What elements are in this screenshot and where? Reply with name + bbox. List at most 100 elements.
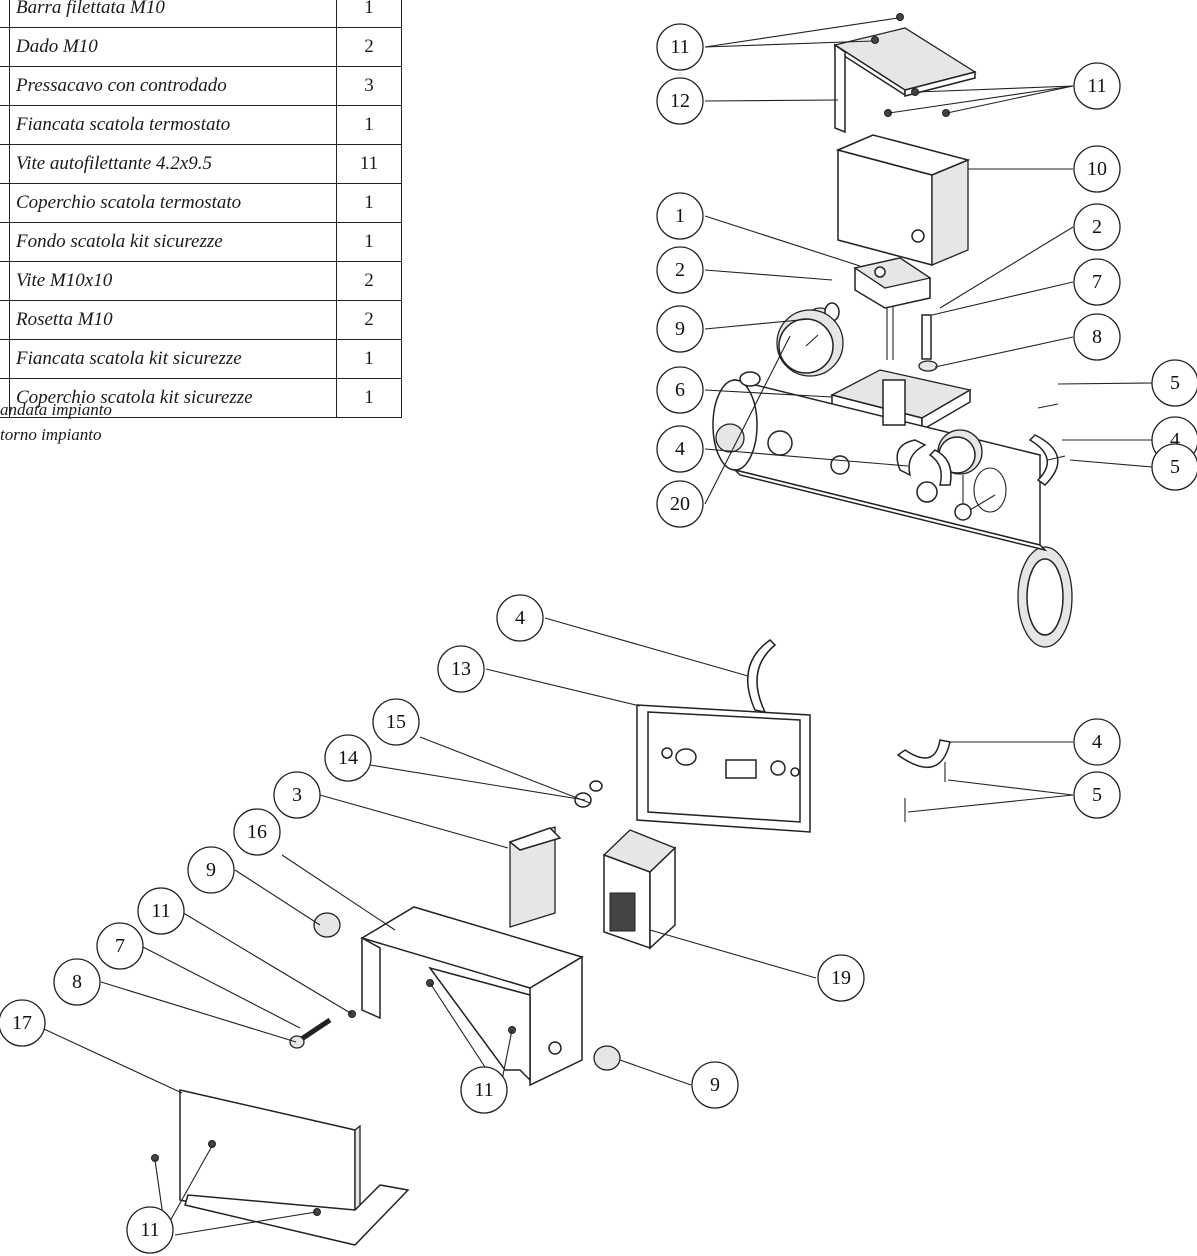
- callout-number: 11: [151, 900, 170, 922]
- manifold-pipe: [712, 371, 1073, 648]
- callout: 5: [1151, 443, 1197, 491]
- callout: 9: [691, 1061, 739, 1109]
- callout-number: 8: [72, 971, 82, 993]
- part-description: Coperchio scatola kit sicurezze: [9, 378, 337, 418]
- callout-circle: [0, 999, 46, 1047]
- part-quantity: 2: [336, 27, 402, 67]
- pipe-clamp-top-left: [896, 439, 952, 486]
- safety-thermostat: [602, 829, 677, 950]
- threaded-rod-upper: [918, 314, 938, 372]
- callout-number: 5: [1170, 372, 1180, 394]
- part-quantity: 2: [336, 261, 402, 301]
- part-description: Dado M10: [9, 27, 337, 67]
- pipe-clamp-left: [747, 639, 777, 714]
- cable-gland-left: [313, 912, 341, 938]
- part-quantity: 3: [336, 66, 402, 106]
- callout: 16: [233, 808, 281, 856]
- part-description: Pressacavo con controdado: [9, 66, 337, 106]
- pipe-clamp-top-right: [1028, 434, 1059, 486]
- callout: 14: [324, 734, 372, 782]
- callout: 3: [273, 771, 321, 819]
- legend-ritorno: torno impianto: [0, 425, 102, 444]
- thermostat-box-lid: [833, 27, 977, 134]
- callout-circle: [1073, 203, 1121, 251]
- thermostat-box-side: [835, 134, 971, 266]
- callout: 4: [656, 425, 704, 473]
- callout-circle: [1073, 718, 1121, 766]
- safety-box-side: [360, 906, 584, 1087]
- callout-number: 10: [1087, 158, 1107, 180]
- pressure-gauge: [776, 309, 844, 377]
- callout-circle: [324, 734, 372, 782]
- callout: 5: [1151, 359, 1197, 407]
- screws-top: [871, 13, 950, 117]
- callout-number: 4: [1092, 731, 1102, 753]
- part-description: Rosetta M10: [9, 300, 337, 340]
- callout-number: 20: [670, 493, 690, 515]
- callout-circle: [187, 846, 235, 894]
- callout-number: 16: [247, 821, 267, 843]
- callout-circle: [656, 366, 704, 414]
- callout-number: 6: [675, 379, 685, 401]
- callout: 8: [1073, 313, 1121, 361]
- part-description: Vite M10x10: [9, 261, 337, 301]
- callout-number: 11: [140, 1219, 159, 1241]
- callout-circle: [656, 192, 704, 240]
- part-description: Vite autofilettante 4.2x9.5: [9, 144, 337, 184]
- callout-number: 14: [338, 747, 358, 769]
- part-quantity: 1: [336, 183, 402, 223]
- callout-number: 3: [292, 784, 302, 806]
- callout: 11: [656, 23, 704, 71]
- leader-lines: [30, 17, 1153, 1236]
- callout: 17: [0, 999, 46, 1047]
- callout-number: 5: [1092, 784, 1102, 806]
- callout-number: 7: [1092, 271, 1102, 293]
- callout-number: 9: [710, 1074, 720, 1096]
- callout-circle: [1151, 359, 1197, 407]
- callout-circle: [656, 77, 704, 125]
- callout-number: 5: [1170, 456, 1180, 478]
- callout-circle: [96, 922, 144, 970]
- callout: 9: [656, 305, 704, 353]
- callout-circle: [1151, 443, 1197, 491]
- callout-circle: [656, 480, 704, 528]
- callout-number: 9: [675, 318, 685, 340]
- part-quantity: 1: [336, 339, 402, 379]
- callout-circle: [1073, 258, 1121, 306]
- callout-circle: [1073, 771, 1121, 819]
- safety-box-bottom: [179, 1089, 410, 1246]
- callout-number: 11: [670, 36, 689, 58]
- callout-number: 4: [675, 438, 685, 460]
- callout: 4: [1073, 718, 1121, 766]
- callout: 7: [96, 922, 144, 970]
- callout-circle: [1073, 62, 1121, 110]
- part-description: Fiancata scatola kit sicurezze: [9, 339, 337, 379]
- callout-number: 17: [12, 1012, 32, 1034]
- callout: 11: [1073, 62, 1121, 110]
- callout-circle: [437, 645, 485, 693]
- callout-number: 2: [1092, 216, 1102, 238]
- callout: 4: [496, 594, 544, 642]
- callout-circle: [656, 23, 704, 71]
- callout-number: 7: [115, 935, 125, 957]
- callout-circle: [273, 771, 321, 819]
- part-description: Fiancata scatola termostato: [9, 105, 337, 145]
- callout-number: 4: [515, 607, 525, 629]
- callout: 11: [126, 1206, 174, 1254]
- callout-number: 15: [386, 711, 406, 733]
- callout-circle: [817, 954, 865, 1002]
- front-panel: [636, 704, 811, 833]
- callout: 2: [1073, 203, 1121, 251]
- callout: 13: [437, 645, 485, 693]
- callout-circle: [656, 305, 704, 353]
- callout: 20: [656, 480, 704, 528]
- callout: 1: [656, 192, 704, 240]
- callout: 5: [1073, 771, 1121, 819]
